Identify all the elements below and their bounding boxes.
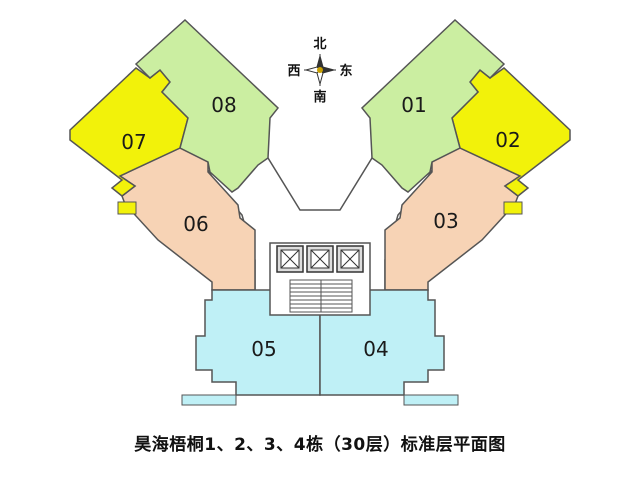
- compass-south: 南: [313, 89, 326, 105]
- staircase: [289, 279, 353, 313]
- unit-08-area: [134, 18, 280, 193]
- balcony-notch: [181, 394, 237, 406]
- unit-label-02: 02: [495, 128, 520, 152]
- unit-label-08: 08: [211, 93, 236, 117]
- balcony-notch: [503, 201, 523, 215]
- unit-label-04: 04: [363, 337, 388, 361]
- elevator-shafts: [276, 245, 364, 273]
- compass-icon: [304, 54, 336, 86]
- compass-east: 东: [339, 63, 352, 79]
- unit-label-01: 01: [401, 93, 426, 117]
- unit-04-area: [319, 289, 445, 396]
- unit-label-07: 07: [121, 130, 146, 154]
- balcony-notch: [403, 394, 459, 406]
- unit-label-05: 05: [251, 337, 276, 361]
- balcony-notch: [117, 201, 137, 215]
- plan-caption: 昊海梧桐1、2、3、4栋（30层）标准层平面图: [134, 435, 506, 455]
- unit-01-area: [360, 18, 506, 193]
- compass-north: 北: [313, 37, 326, 52]
- compass: 北 南 西 东: [287, 37, 352, 105]
- unit-label-06: 06: [183, 212, 208, 236]
- compass-west: 西: [287, 64, 300, 79]
- unit-label-03: 03: [433, 209, 458, 233]
